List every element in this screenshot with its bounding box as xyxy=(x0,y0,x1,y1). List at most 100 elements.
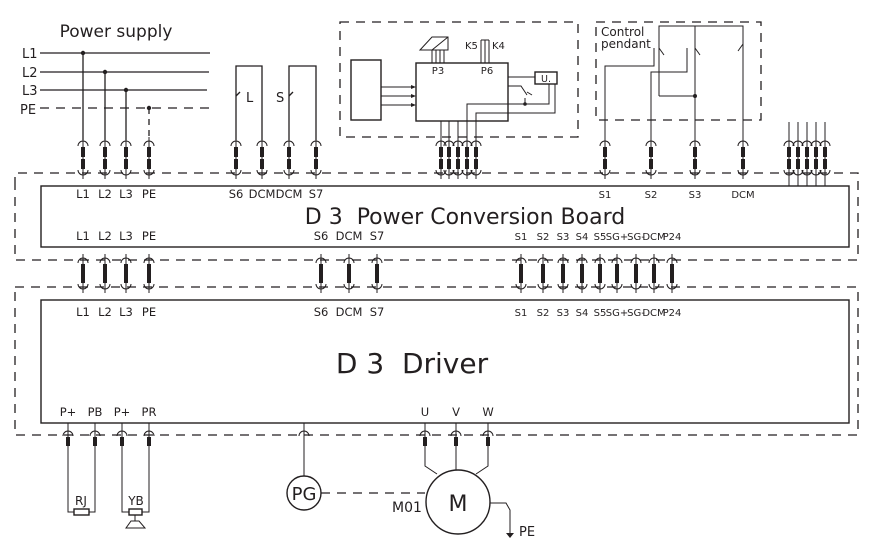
power-supply: Power supply L1 L2 L3 PE xyxy=(20,22,210,140)
plug-top-9 xyxy=(443,137,455,179)
pcb-bottom-terminal-sg: SG- xyxy=(627,232,645,243)
driver-top-terminal-s6: S6 xyxy=(314,305,329,319)
driver-box xyxy=(40,299,850,424)
pcb-bottom-terminal-s4: S4 xyxy=(576,232,589,243)
board-enclosure xyxy=(14,172,859,261)
pcb-bottom-terminal-s3: S3 xyxy=(557,232,570,243)
supply-line-label-l1: L1 xyxy=(22,47,38,62)
supply-line-label-l3: L3 xyxy=(22,84,38,99)
resistor-label: RJ xyxy=(75,494,87,508)
pcb-bottom-terminal-s5: S5 xyxy=(594,232,607,243)
plug-top-13 xyxy=(599,137,611,179)
pcb-bottom-terminal-sg: SG+ xyxy=(606,232,628,243)
pcb-bottom-terminal-l2: L2 xyxy=(98,229,112,243)
plug-top-3 xyxy=(143,137,155,179)
encoder: PG xyxy=(286,435,425,511)
supply-line-label-l2: L2 xyxy=(22,66,38,81)
plug-top-8 xyxy=(435,137,447,179)
limit-switch-l-label: L xyxy=(246,91,254,106)
plug-bottom-0 xyxy=(62,423,74,450)
pcb-top-terminal-s1: S1 xyxy=(599,190,612,201)
plug-mid-9 xyxy=(557,254,569,293)
driver-bottom-terminal-pr: PR xyxy=(142,405,157,419)
control-pendant-title-1: Control xyxy=(601,25,644,39)
pcb-top-terminal-dcm: DCM xyxy=(249,187,276,201)
plug-bottom-6 xyxy=(482,423,494,450)
driver-top-terminal-s5: S5 xyxy=(594,308,607,319)
pcb-top-terminal-s6: S6 xyxy=(229,187,244,201)
plug-top-17 xyxy=(783,137,795,179)
plug-bottom-5 xyxy=(450,423,462,450)
control-unit-board xyxy=(415,62,509,122)
plug-top-16 xyxy=(737,137,749,179)
brake-icon xyxy=(125,520,147,529)
connector-p3-label: P3 xyxy=(432,66,444,77)
meter-box xyxy=(534,71,558,85)
plug-mid-5 xyxy=(343,254,355,293)
driver-top-terminal-l2: L2 xyxy=(98,305,112,319)
pcb-top-terminal-l1: L1 xyxy=(76,187,90,201)
control-unit-enclosure xyxy=(339,21,579,138)
plug-top-4 xyxy=(230,137,242,179)
plug-top-10 xyxy=(452,137,464,179)
pcb-top-terminal-s2: S2 xyxy=(645,190,658,201)
connector-p6-label: P6 xyxy=(481,66,493,77)
plug-top-11 xyxy=(461,137,473,179)
pcb-bottom-terminal-s6: S6 xyxy=(314,229,329,243)
plug-mid-7 xyxy=(515,254,527,293)
plug-bottom-4 xyxy=(419,423,431,450)
pcb-top-terminal-dcm: DCM xyxy=(731,190,754,201)
pcb-bottom-terminal-dcm: DCM xyxy=(642,232,665,243)
pcb-bottom-terminal-s1: S1 xyxy=(515,232,528,243)
driver-top-terminal-s4: S4 xyxy=(576,308,589,319)
control-pendant-title-2: pendant xyxy=(601,37,651,51)
motor-id-label: M01 xyxy=(392,500,422,516)
pcb-bottom-terminal-p24: P24 xyxy=(663,232,682,243)
driver-bottom-terminal-v: V xyxy=(452,405,460,419)
plug-top-5 xyxy=(256,137,268,179)
driver-bottom-terminal-w: W xyxy=(482,405,493,419)
plug-top-21 xyxy=(819,137,831,179)
brake-unit: YB xyxy=(121,450,150,529)
plug-top-15 xyxy=(689,137,701,179)
sensor-icon xyxy=(418,36,449,51)
plug-top-18 xyxy=(792,137,804,179)
plug-mid-2 xyxy=(120,254,132,293)
braking-resistor: RJ xyxy=(67,450,96,516)
pcb-bottom-terminal-l1: L1 xyxy=(76,229,90,243)
driver-top-terminal-dcm: DCM xyxy=(642,308,665,319)
control-pendant-enclosure xyxy=(595,21,762,121)
plug-top-2 xyxy=(120,137,132,179)
plug-top-12 xyxy=(470,137,482,179)
plug-mid-15 xyxy=(666,254,678,293)
driver-top-terminal-pe: PE xyxy=(142,305,156,319)
pcb-top-terminal-l2: L2 xyxy=(98,187,112,201)
pcb-bottom-terminal-l3: L3 xyxy=(119,229,133,243)
relay-k5-label: K5 xyxy=(465,41,478,52)
plug-top-1 xyxy=(99,137,111,179)
encoder-label: PG xyxy=(292,484,317,505)
driver-top-terminal-l1: L1 xyxy=(76,305,90,319)
ground-icon xyxy=(506,533,514,538)
meter-label: U. xyxy=(541,74,551,85)
pcb-bottom-terminal-dcm: DCM xyxy=(336,229,363,243)
pcb-top-terminal-s3: S3 xyxy=(689,190,702,201)
brake-label: YB xyxy=(127,494,144,508)
power-supply-title: Power supply xyxy=(60,22,173,42)
control-unit: P3 K5 K4 P6 U. xyxy=(339,21,579,144)
plug-top-14 xyxy=(645,137,657,179)
driver-top-terminal-l3: L3 xyxy=(119,305,133,319)
pcb-bottom-terminal-s2: S2 xyxy=(537,232,550,243)
connector-plugs xyxy=(62,137,831,450)
pcb-top-terminal-dcm: DCM xyxy=(276,187,303,201)
ground-label: PE xyxy=(519,525,535,540)
driver-top-terminal-s1: S1 xyxy=(515,308,528,319)
driver-top-terminal-sg: SG- xyxy=(627,308,645,319)
driver-enclosure xyxy=(14,286,859,436)
plug-bottom-3 xyxy=(143,423,155,450)
pcb-bottom-terminal-s7: S7 xyxy=(370,229,385,243)
pcb-top-terminal-pe: PE xyxy=(142,187,156,201)
limit-switch-s-label: S xyxy=(276,91,284,106)
pcb-top-terminal-l3: L3 xyxy=(119,187,133,201)
